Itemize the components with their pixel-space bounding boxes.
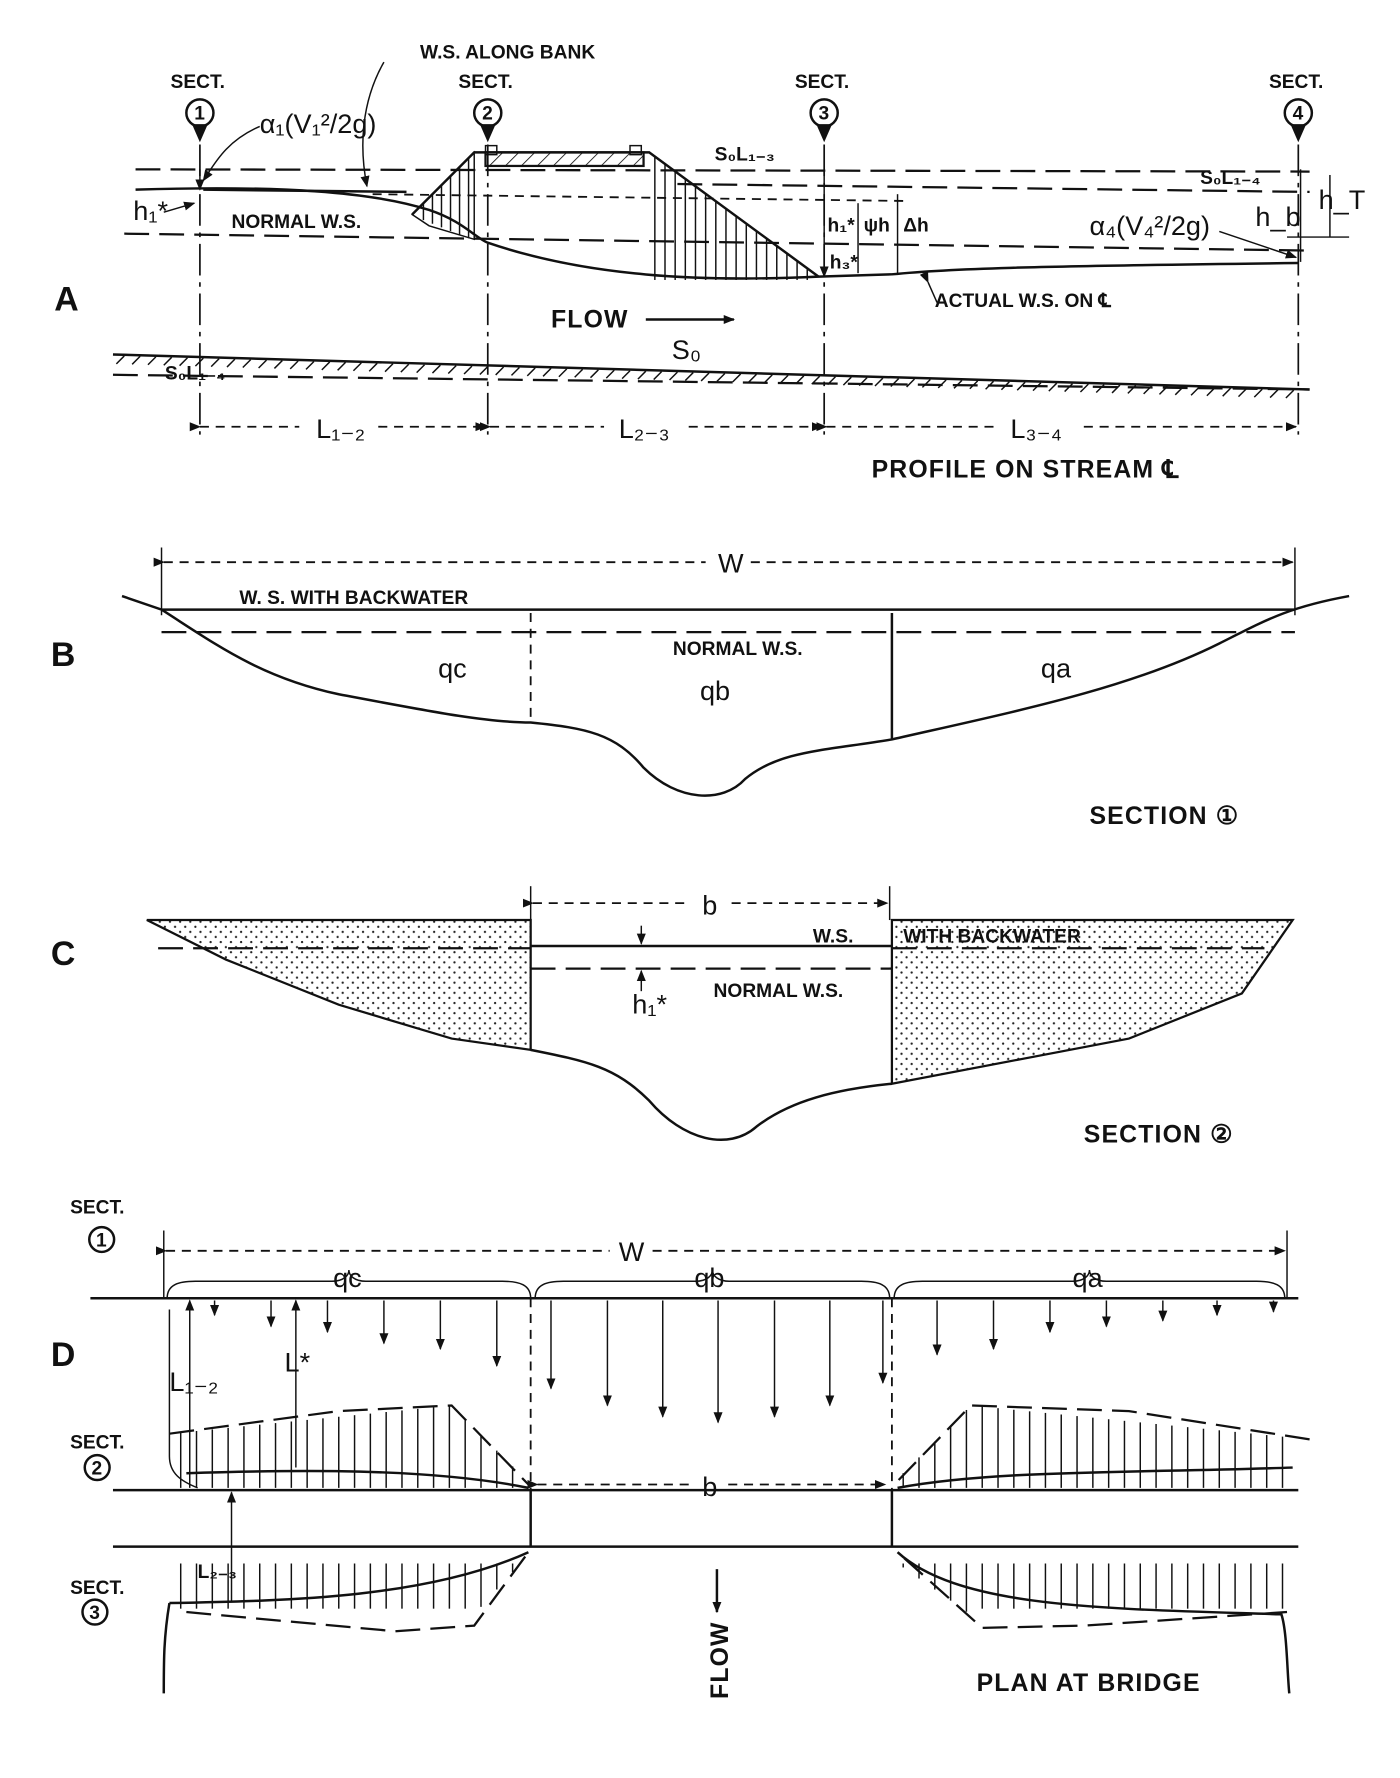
label-l34: L₃₋₄ bbox=[1010, 413, 1061, 444]
section-marker-4: SECT. 4 bbox=[1269, 72, 1323, 435]
ground-profile-section-2 bbox=[530, 1048, 893, 1141]
streambed-hatch bbox=[115, 355, 1295, 399]
section-marker-1: SECT. 1 bbox=[171, 72, 225, 435]
label-h1-star: h₁* bbox=[133, 195, 168, 226]
caption-plan: PLAN AT BRIDGE bbox=[977, 1670, 1201, 1697]
sect-number: 4 bbox=[1293, 104, 1304, 125]
label-qb: qb bbox=[700, 675, 730, 706]
sect3-number-d: 3 bbox=[89, 1603, 100, 1624]
sect-number: 3 bbox=[819, 104, 830, 125]
label-hb: h_b bbox=[1255, 201, 1300, 232]
dimension-marks bbox=[163, 61, 1350, 278]
label-l23: L₂₋₃ bbox=[619, 413, 670, 444]
label-l23-d: L₂₋₃ bbox=[198, 1562, 237, 1583]
caption-section-2: SECTION ② bbox=[1084, 1121, 1234, 1148]
panel-letter-a: A bbox=[54, 280, 78, 318]
label-qc-d: qc bbox=[333, 1262, 362, 1293]
label-ws-backwater: W. S. WITH BACKWATER bbox=[239, 588, 468, 609]
panel-letter-d: D bbox=[51, 1336, 75, 1374]
sect-label: SECT. bbox=[458, 72, 512, 93]
abutment-hatch bbox=[179, 1405, 1284, 1612]
label-alpha1-velocity-head: α₁(V₁²/2g) bbox=[260, 108, 377, 139]
flow-length-arrows bbox=[210, 1300, 1278, 1424]
label-sect-d1: SECT. bbox=[70, 1198, 124, 1219]
panel-letter-b: B bbox=[51, 636, 75, 674]
bridge-deck bbox=[484, 151, 645, 168]
label-h1-star-mid: h₁* bbox=[828, 215, 856, 236]
caption-profile: PROFILE ON STREAM ℄ bbox=[872, 457, 1180, 484]
label-l12: L₁₋₂ bbox=[316, 413, 365, 444]
right-abutment-fill bbox=[890, 918, 1295, 1086]
label-qc: qc bbox=[438, 652, 467, 683]
label-h1-star-c: h₁* bbox=[632, 989, 667, 1020]
panel-b-section-1: B W W. S. WITH BACKWATER NORMAL W.S. qc … bbox=[51, 547, 1350, 830]
so-l14-line bbox=[677, 182, 1310, 194]
label-sect-d3: SECT. bbox=[70, 1578, 124, 1599]
sect-label: SECT. bbox=[795, 72, 849, 93]
label-so: S₀ bbox=[672, 334, 701, 365]
label-normal-ws-b: NORMAL W.S. bbox=[673, 639, 803, 660]
label-delta-h: Δh bbox=[903, 215, 929, 236]
label-qb-d: qb bbox=[694, 1262, 724, 1293]
left-upstream-envelope bbox=[169, 1404, 530, 1486]
label-flow-d: FLOW bbox=[707, 1621, 734, 1699]
water-surface-centerline bbox=[135, 187, 1299, 280]
energy-grade-line bbox=[135, 168, 1310, 173]
panel-d-plan: D SECT. 1 W qc qb qa L₁₋₂ L* L₂₋₃ bbox=[51, 1198, 1310, 1699]
label-sect-d2: SECT. bbox=[70, 1432, 124, 1453]
label-with-backwater: WITH BACKWATER bbox=[903, 927, 1081, 948]
ground-profile-section-1 bbox=[121, 594, 1350, 797]
sect2-number-d: 2 bbox=[92, 1458, 103, 1479]
panel-a-profile: A SECT. 1 SECT. 2 SECT. 3 SECT. 4 bbox=[54, 43, 1365, 484]
label-ws-along-bank: W.S. ALONG BANK bbox=[420, 43, 595, 64]
caption-section-1: SECTION ① bbox=[1089, 803, 1239, 830]
label-width-w-d: W bbox=[619, 1236, 645, 1267]
sect-label: SECT. bbox=[171, 72, 225, 93]
streambed-reference-line bbox=[112, 373, 1310, 391]
label-so-l13: S₀L₁₋₃ bbox=[715, 144, 775, 165]
discharge-braces bbox=[166, 1269, 1286, 1299]
panel-c-section-2: C b W.S. WITH BACKWATER NORMAL W.S. h₁* … bbox=[51, 886, 1295, 1148]
section-markers: SECT. 1 SECT. 2 SECT. 3 SECT. 4 bbox=[171, 72, 1323, 435]
label-alpha4-velocity-head: α₄(V₄²/2g) bbox=[1089, 210, 1210, 241]
ws-along-bank-line bbox=[203, 188, 407, 194]
bridge-profile bbox=[410, 144, 820, 280]
sect1-number-d: 1 bbox=[96, 1230, 107, 1251]
label-ht: h_T bbox=[1319, 184, 1366, 215]
label-so-l14-top: S₀L₁₋₄ bbox=[1200, 168, 1260, 189]
label-flow: FLOW bbox=[551, 306, 629, 333]
section-marker-2: SECT. 2 bbox=[458, 72, 513, 435]
label-b-d: b bbox=[702, 1471, 717, 1502]
sect-number: 1 bbox=[194, 104, 205, 125]
label-qa-d: qa bbox=[1073, 1262, 1104, 1293]
label-ws-c: W.S. bbox=[813, 927, 854, 948]
label-l-star: L* bbox=[285, 1347, 311, 1378]
label-h3-star: h₃* bbox=[830, 253, 859, 274]
section-marker-3: SECT. 3 bbox=[795, 72, 849, 435]
sect-number: 2 bbox=[482, 104, 493, 125]
label-psi-h: ψh bbox=[864, 215, 890, 236]
panel-letter-c: C bbox=[51, 935, 75, 973]
label-actual-ws: ACTUAL W.S. ON ℄ bbox=[935, 291, 1112, 312]
label-width-w: W bbox=[718, 547, 744, 578]
sect-label: SECT. bbox=[1269, 72, 1323, 93]
label-normal-ws-c: NORMAL W.S. bbox=[714, 981, 844, 1002]
label-l12-d: L₁₋₂ bbox=[169, 1366, 218, 1397]
label-b: b bbox=[702, 889, 717, 920]
label-so-l14-bottom: S₀L₁₋₄ bbox=[165, 363, 225, 384]
normal-ws-line bbox=[124, 232, 1310, 252]
left-abutment-fill bbox=[146, 918, 532, 1052]
label-qa: qa bbox=[1041, 652, 1072, 683]
label-normal-ws: NORMAL W.S. bbox=[232, 212, 362, 233]
streambed-line bbox=[112, 353, 1310, 391]
